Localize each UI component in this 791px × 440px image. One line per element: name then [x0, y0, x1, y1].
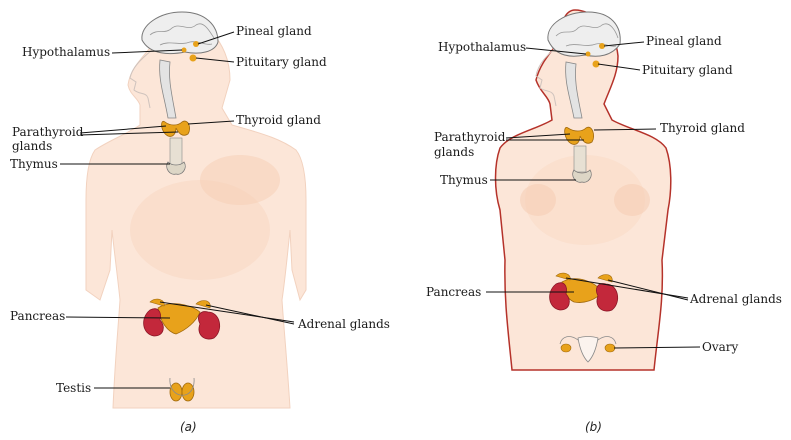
testis-right — [182, 383, 194, 401]
pituitary-gland — [190, 55, 197, 62]
caption-a: (a) — [180, 420, 197, 434]
hypothalamus — [586, 52, 591, 57]
label-pineal-gland-b: Pineal gland — [646, 34, 722, 48]
label-thymus-a: Thymus — [10, 157, 58, 171]
trachea — [170, 138, 182, 168]
ovary-left — [561, 344, 571, 352]
label-pancreas-a: Pancreas — [10, 309, 65, 323]
breast-shading — [614, 184, 650, 216]
label-pancreas-b: Pancreas — [426, 285, 481, 299]
testis-left — [170, 383, 182, 401]
label-pituitary-gland-a: Pituitary gland — [236, 55, 327, 69]
label-thymus-b: Thymus — [440, 173, 488, 187]
label-testis-a: Testis — [56, 381, 91, 395]
caption-b: (b) — [585, 420, 602, 434]
label-pituitary-gland-b: Pituitary gland — [642, 63, 733, 77]
right-kidney — [596, 284, 617, 311]
label-thyroid-gland-a: Thyroid gland — [236, 113, 321, 127]
label-thyroid-gland-b: Thyroid gland — [660, 121, 745, 135]
ovary-right — [605, 344, 615, 352]
label-parathyroid-b: Parathyroid — [434, 130, 505, 144]
label-parathyroid-a: Parathyroid — [12, 125, 83, 139]
label-hypothalamus-a: Hypothalamus — [22, 45, 110, 59]
trachea — [574, 146, 586, 172]
label-adrenal-glands-b: Adrenal glands — [690, 292, 782, 306]
label-parathyroid-glands-a: glands — [12, 139, 52, 153]
torso-shading — [200, 155, 280, 205]
right-kidney — [198, 312, 219, 339]
label-pineal-gland-a: Pineal gland — [236, 24, 312, 38]
label-adrenal-glands-a: Adrenal glands — [298, 317, 390, 331]
breast-shading — [520, 184, 556, 216]
label-parathyroid-glands-b: glands — [434, 145, 474, 159]
label-ovary-b: Ovary — [702, 340, 738, 354]
label-hypothalamus-b: Hypothalamus — [438, 40, 526, 54]
hypothalamus — [182, 48, 187, 53]
